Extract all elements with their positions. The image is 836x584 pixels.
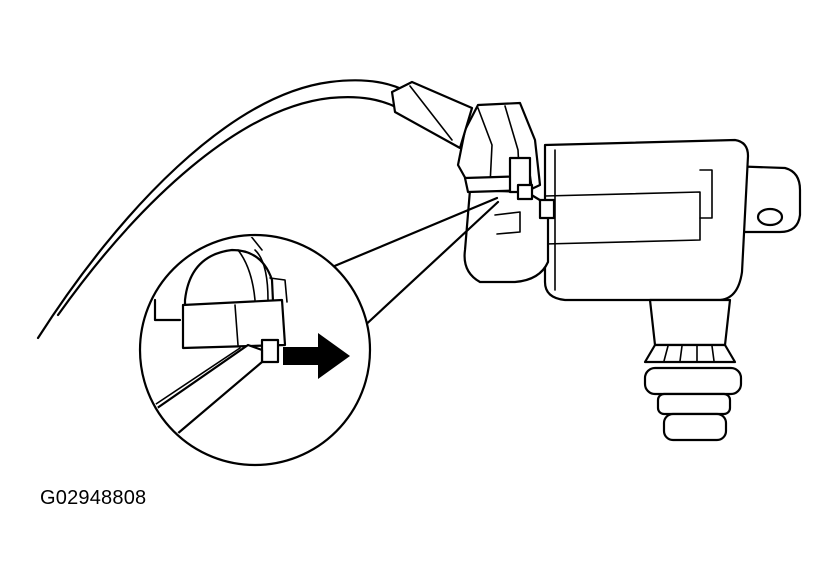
boot-ring-middle: [656, 392, 732, 416]
boot-ring-lower: [662, 412, 728, 442]
coil-housing: [543, 138, 750, 302]
mounting-bolt-hole: [756, 207, 784, 227]
coil-ribbed-collar: [643, 343, 737, 364]
detail-lock-tab: [260, 338, 280, 364]
figure-code-label: G02948808: [40, 487, 147, 509]
ignition-coil-body: [543, 138, 802, 442]
magnified-detail: [138, 233, 372, 467]
wiring-harness-cable: [36, 79, 410, 340]
connector-socket: [463, 186, 550, 284]
boot-ring-upper: [643, 366, 743, 396]
coil-connector: [390, 80, 556, 284]
detail-retaining-band: [181, 298, 287, 350]
lock-claw-tip: [516, 183, 534, 201]
arrow-right-icon: [283, 333, 350, 379]
callout-leader-lines: [323, 196, 500, 332]
connector-tab: [538, 198, 556, 220]
coil-neck: [648, 298, 732, 347]
